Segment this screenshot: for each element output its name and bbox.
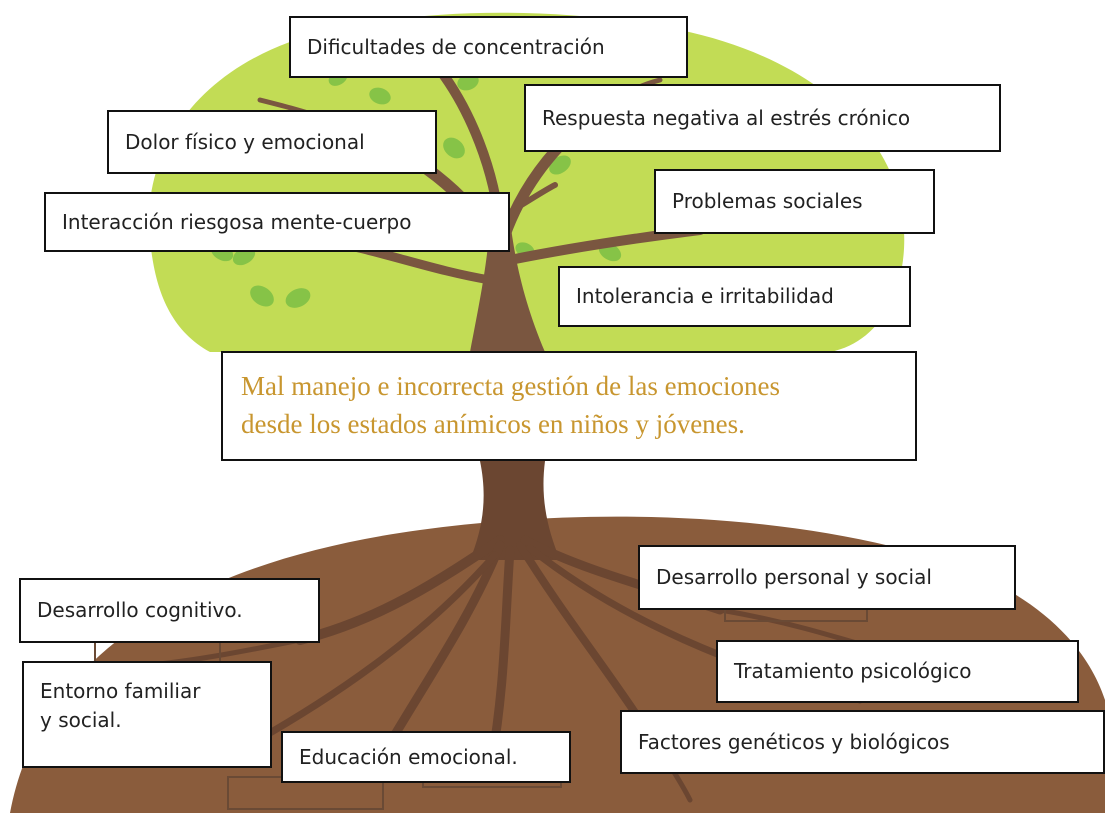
effect-label: Respuesta negativa al estrés crónico [542, 105, 911, 130]
leaf [443, 137, 465, 159]
effect-label: Intolerancia e irritabilidad [576, 284, 834, 308]
effect-label: Dificultades de concentración [307, 34, 605, 59]
cause-box-desarrollo-personal: Desarrollo personal y social [638, 545, 1016, 610]
cause-box-educacion: Educación emocional. [281, 731, 571, 783]
cause-label: Factores genéticos y biológicos [638, 729, 950, 754]
root [516, 541, 644, 724]
cause-box-tratamiento: Tratamiento psicológico [716, 640, 1079, 703]
effect-box-concentracion: Dificultades de concentración [289, 16, 688, 78]
leaf [250, 285, 274, 307]
cause-label: Desarrollo cognitivo. [37, 598, 243, 622]
effect-box-dolor: Dolor físico y emocional [107, 110, 437, 174]
leaf [285, 288, 311, 308]
leaf [549, 155, 571, 175]
cause-box-entorno: Entorno familiar y social. [22, 661, 272, 768]
leaf [369, 87, 391, 105]
cause-box-factores: Factores genéticos y biológicos [620, 710, 1105, 774]
effect-box-problemas-sociales: Problemas sociales [654, 169, 935, 234]
cause-label: Tratamiento psicológico [734, 659, 972, 683]
central-problem-box: Mal manejo e incorrecta gestión de las e… [221, 351, 917, 461]
effect-box-estres: Respuesta negativa al estrés crónico [524, 84, 1001, 152]
effect-label: Interacción riesgosa mente-cuerpo [62, 209, 412, 234]
cause-label: Desarrollo personal y social [656, 565, 932, 589]
root [236, 551, 499, 754]
central-problem-line-2: desde los estados anímicos en niños y jó… [241, 409, 745, 439]
tree-trunk [470, 220, 545, 352]
effect-box-mente-cuerpo: Interacción riesgosa mente-cuerpo [44, 192, 510, 252]
cause-box-desarrollo-cognitivo: Desarrollo cognitivo. [19, 578, 320, 643]
branch [502, 182, 558, 218]
effect-label: Problemas sociales [672, 189, 863, 213]
root [295, 535, 505, 645]
root-trunk [470, 461, 560, 560]
central-problem-line-1: Mal manejo e incorrecta gestión de las e… [241, 371, 781, 401]
effect-box-intolerancia: Intolerancia e irritabilidad [558, 266, 911, 327]
effect-label: Dolor físico y emocional [125, 129, 365, 154]
cause-label: Educación emocional. [299, 744, 518, 769]
cause-label: Entorno familiar y social. [40, 679, 201, 732]
